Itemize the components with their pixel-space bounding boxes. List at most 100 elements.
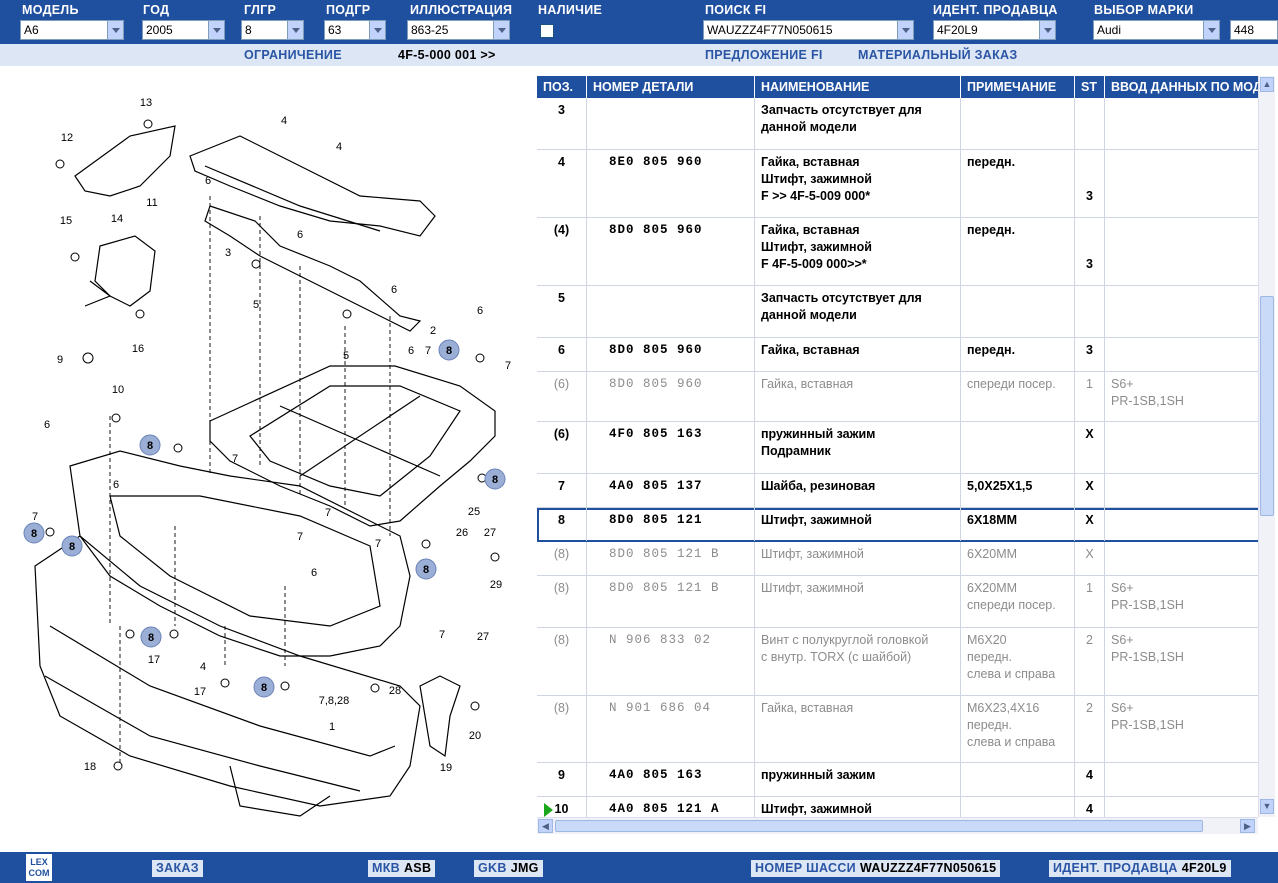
chevron-down-icon[interactable] xyxy=(107,21,123,39)
cell-name: Гайка, вставная xyxy=(755,338,961,371)
svg-text:13: 13 xyxy=(140,97,152,109)
chevron-down-icon[interactable] xyxy=(1203,21,1219,39)
svg-text:6: 6 xyxy=(205,175,211,187)
availability-checkbox[interactable] xyxy=(540,24,554,38)
cell-note: M6X23,4X16 передн. слева и справа xyxy=(961,696,1075,762)
order-button[interactable]: ЗАКАЗ xyxy=(152,860,203,877)
col-name[interactable]: НАИМЕНОВАНИЕ xyxy=(755,76,961,98)
svg-text:19: 19 xyxy=(440,762,452,774)
svg-text:4: 4 xyxy=(336,141,342,153)
current-row-marker-icon xyxy=(544,803,553,817)
material-order-link[interactable]: МАТЕРИАЛЬНЫЙ ЗАКАЗ xyxy=(858,48,1018,62)
svg-text:6: 6 xyxy=(113,479,119,491)
cell-note: 6X20MM спереди посер. xyxy=(961,576,1075,627)
svg-text:4: 4 xyxy=(200,661,206,673)
svg-text:7: 7 xyxy=(439,629,445,641)
podgr-select[interactable]: 63 xyxy=(324,20,386,40)
cell-pos: 6 xyxy=(537,338,587,371)
scroll-up-button[interactable]: ▲ xyxy=(1260,77,1274,92)
arrow-left-icon: ◀ xyxy=(542,821,549,831)
scroll-thumb[interactable] xyxy=(1260,296,1274,516)
cell-data xyxy=(1105,763,1258,796)
dealer-id-select[interactable]: 4F20L9 xyxy=(933,20,1056,40)
svg-text:28: 28 xyxy=(389,685,401,697)
model-select[interactable]: A6 xyxy=(20,20,124,40)
svg-text:5: 5 xyxy=(253,299,259,311)
cell-data: S6+ PR-1SB,1SH xyxy=(1105,576,1258,627)
svg-text:8: 8 xyxy=(423,564,429,576)
svg-text:1: 1 xyxy=(329,721,335,733)
brand-select[interactable]: Audi xyxy=(1093,20,1220,40)
cell-name: Гайка, вставная xyxy=(755,372,961,421)
col-model-data[interactable]: ВВОД ДАННЫХ ПО МОДЕЛИ xyxy=(1105,76,1258,98)
ggr-select-value: 8 xyxy=(245,23,252,37)
h-scroll-thumb[interactable] xyxy=(555,820,1203,832)
chevron-down-icon[interactable] xyxy=(369,21,385,39)
scroll-down-button[interactable]: ▼ xyxy=(1260,799,1274,814)
cell-data: S6+ PR-1SB,1SH xyxy=(1105,628,1258,695)
ggr-label: ГЛГР xyxy=(244,3,277,17)
cell-st: X xyxy=(1075,542,1105,575)
cell-st: 1 xyxy=(1075,372,1105,421)
svg-text:16: 16 xyxy=(132,343,144,355)
parts-diagram-svg: 8 8 8 8 8 8 8 8 13 12 4 4 6 11 15 14 3 6… xyxy=(23,97,511,817)
cell-name: Штифт, зажимной xyxy=(755,508,961,541)
cell-num: 8D0 805 121 B xyxy=(587,542,755,575)
year-select[interactable]: 2005 xyxy=(142,20,225,40)
callout-8: 8 xyxy=(446,345,452,357)
exploded-parts-drawing[interactable]: 8 8 8 8 8 8 8 8 13 12 4 4 6 11 15 14 3 6… xyxy=(0,66,534,846)
col-part-number[interactable]: НОМЕР ДЕТАЛИ xyxy=(587,76,755,98)
col-st[interactable]: ST xyxy=(1075,76,1105,98)
cell-st: 3 xyxy=(1075,150,1105,217)
cell-note: 6X20MM xyxy=(961,542,1075,575)
svg-text:10: 10 xyxy=(112,384,124,396)
horizontal-scrollbar[interactable]: ◀ ▶ xyxy=(537,817,1258,834)
cell-st: 2 xyxy=(1075,628,1105,695)
offer-fi-link[interactable]: ПРЕДЛОЖЕНИЕ FI xyxy=(705,48,823,62)
svg-text:7: 7 xyxy=(325,507,331,519)
chevron-down-icon[interactable] xyxy=(208,21,224,39)
chevron-down-icon[interactable] xyxy=(287,21,303,39)
chevron-down-icon[interactable] xyxy=(1039,21,1055,39)
cell-num: 8D0 805 960 xyxy=(587,338,755,371)
svg-text:6: 6 xyxy=(311,567,317,579)
extra-field-value: 448 xyxy=(1234,23,1255,37)
svg-text:17: 17 xyxy=(194,686,206,698)
svg-text:6: 6 xyxy=(297,229,303,241)
svg-text:27: 27 xyxy=(484,527,496,539)
top-filter-bar: МОДЕЛЬ ГОД ГЛГР ПОДГР ИЛЛЮСТРАЦИЯ НАЛИЧИ… xyxy=(0,0,1278,44)
search-fi-select[interactable]: WAUZZZ4F77N050615 xyxy=(703,20,914,40)
restriction-link[interactable]: ОГРАНИЧЕНИЕ xyxy=(244,48,342,62)
scroll-left-button[interactable]: ◀ xyxy=(538,819,553,833)
ggr-select[interactable]: 8 xyxy=(241,20,304,40)
col-pos[interactable]: ПОЗ. xyxy=(537,76,587,98)
extra-field[interactable]: 448 xyxy=(1230,20,1278,40)
svg-text:4: 4 xyxy=(281,115,287,127)
chevron-down-icon[interactable] xyxy=(493,21,509,39)
col-note[interactable]: ПРИМЕЧАНИЕ xyxy=(961,76,1075,98)
vertical-scrollbar[interactable]: ▲ ▼ xyxy=(1258,76,1275,817)
scroll-right-button[interactable]: ▶ xyxy=(1240,819,1255,833)
svg-text:15: 15 xyxy=(60,215,72,227)
chevron-down-icon[interactable] xyxy=(897,21,913,39)
cell-pos: 8 xyxy=(537,508,587,541)
cell-name: пружинный зажим xyxy=(755,763,961,796)
illustration-select[interactable]: 863-25 xyxy=(407,20,510,40)
cell-note: передн. xyxy=(961,218,1075,285)
